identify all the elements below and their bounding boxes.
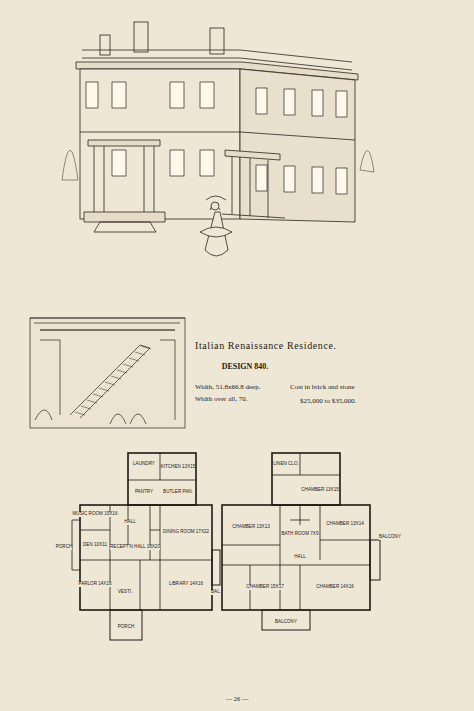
spec-text: Width over all, 70. — [195, 396, 247, 403]
room-label: BATH ROOM 7X9 — [282, 532, 319, 537]
stair-tread — [123, 364, 133, 367]
window — [170, 150, 184, 176]
window — [284, 166, 295, 192]
room-label: VESTI. — [118, 590, 133, 595]
room-label: BALCONY — [379, 535, 401, 540]
stair-tread — [105, 382, 115, 385]
stair-tread — [141, 346, 151, 349]
stair-tread — [129, 358, 139, 361]
window — [86, 82, 98, 108]
window — [284, 89, 295, 115]
room-label: DEN 10X11 — [83, 543, 107, 548]
spec-text: $25,000 to $35,000. — [300, 398, 356, 405]
window — [256, 165, 267, 191]
room-label: PARLOR 14X16 — [78, 582, 111, 587]
room-label: CHAMBER 13X13 — [232, 525, 270, 530]
room-label: PORCH — [118, 625, 135, 630]
room-label: LAUNDRY — [133, 462, 155, 467]
stair-tread — [135, 352, 145, 355]
window — [200, 150, 214, 176]
page-title: Italian Renaissance Residence. — [195, 340, 337, 351]
window — [312, 90, 323, 116]
room-label: CHAMBER 14X16 — [316, 585, 354, 590]
stair-tread — [81, 406, 91, 409]
stair-tread — [117, 370, 127, 373]
window — [336, 91, 347, 117]
room-label: BAL. — [211, 590, 221, 595]
room-label: KITCHEN 13X15 — [161, 465, 196, 470]
room-label: DINING ROOM 17X22 — [163, 530, 209, 535]
spec-text: Cost in brick and stone — [290, 384, 355, 391]
floor-plans — [80, 453, 380, 640]
room-label: HALL — [124, 520, 136, 525]
page-number: — 26 — — [226, 696, 249, 703]
room-label: PANTRY — [135, 490, 153, 495]
window — [256, 88, 267, 114]
spec-text: DESIGN 840. — [222, 363, 269, 371]
interior-sketch — [30, 318, 185, 428]
room-label: LINEN CLO. — [273, 462, 299, 467]
stair-tread — [75, 412, 85, 415]
window — [200, 82, 214, 108]
window — [170, 82, 184, 108]
stair-tread — [99, 388, 109, 391]
room-label: PORCH — [56, 545, 73, 550]
room-label: BALCONY — [275, 620, 297, 625]
room-label: MUSIC ROOM 15X16 — [73, 512, 118, 517]
spec-text: Width, 51.8x66.8 deep. — [195, 384, 260, 391]
house-illustration — [62, 22, 374, 256]
room-label: CHAMBER 13X14 — [326, 522, 364, 527]
stair-tread — [93, 394, 103, 397]
room-label: HALL — [294, 555, 306, 560]
stair-tread — [87, 400, 97, 403]
room-label: CHAMBER 13X15 — [301, 488, 339, 493]
window — [112, 82, 126, 108]
room-label: CHAMBER 15X17 — [246, 585, 284, 590]
room-label: RECEPT'N HALL 18X20 — [110, 545, 160, 550]
window — [312, 167, 323, 193]
stair-tread — [111, 376, 121, 379]
window — [112, 150, 126, 176]
room-label: LIBRARY 14X16 — [169, 582, 203, 587]
room-label: BUTLER PAN. — [163, 490, 193, 495]
window — [336, 168, 347, 194]
